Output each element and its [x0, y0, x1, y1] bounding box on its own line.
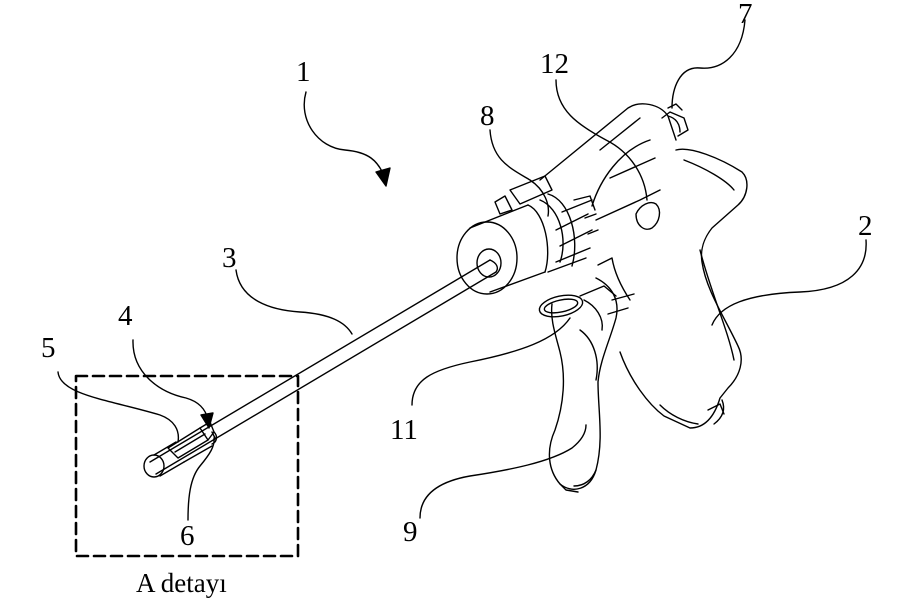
leader-9	[420, 425, 586, 518]
ref-6-label: 6	[180, 522, 195, 551]
leader-11	[412, 318, 570, 405]
rotation-knob	[457, 205, 548, 294]
leader-12	[556, 80, 647, 200]
fixed-handle	[620, 149, 747, 428]
ref-1-label: 1	[296, 58, 311, 87]
assembly-arrow	[304, 92, 390, 186]
ref-12-label: 12	[540, 50, 569, 79]
serrated-wheel	[495, 176, 598, 272]
trigger	[549, 278, 634, 492]
ref-3-label: 3	[222, 244, 237, 273]
ref-4-label: 4	[118, 302, 133, 331]
detail-caption: A detayı	[136, 570, 227, 597]
tip	[144, 422, 216, 477]
leader-4	[133, 340, 213, 428]
housing	[540, 104, 688, 300]
ref-7-label: 7	[738, 0, 753, 29]
ref-2-label: 2	[858, 212, 873, 241]
ref-9-label: 9	[403, 518, 418, 547]
leader-7	[672, 20, 745, 108]
shaft	[150, 260, 497, 474]
leader-2	[712, 240, 866, 325]
leader-3	[236, 270, 352, 334]
ref-8-label: 8	[480, 102, 495, 131]
ref-5-label: 5	[41, 334, 56, 363]
ref-11-label: 11	[390, 416, 418, 445]
release-ring	[537, 286, 616, 320]
